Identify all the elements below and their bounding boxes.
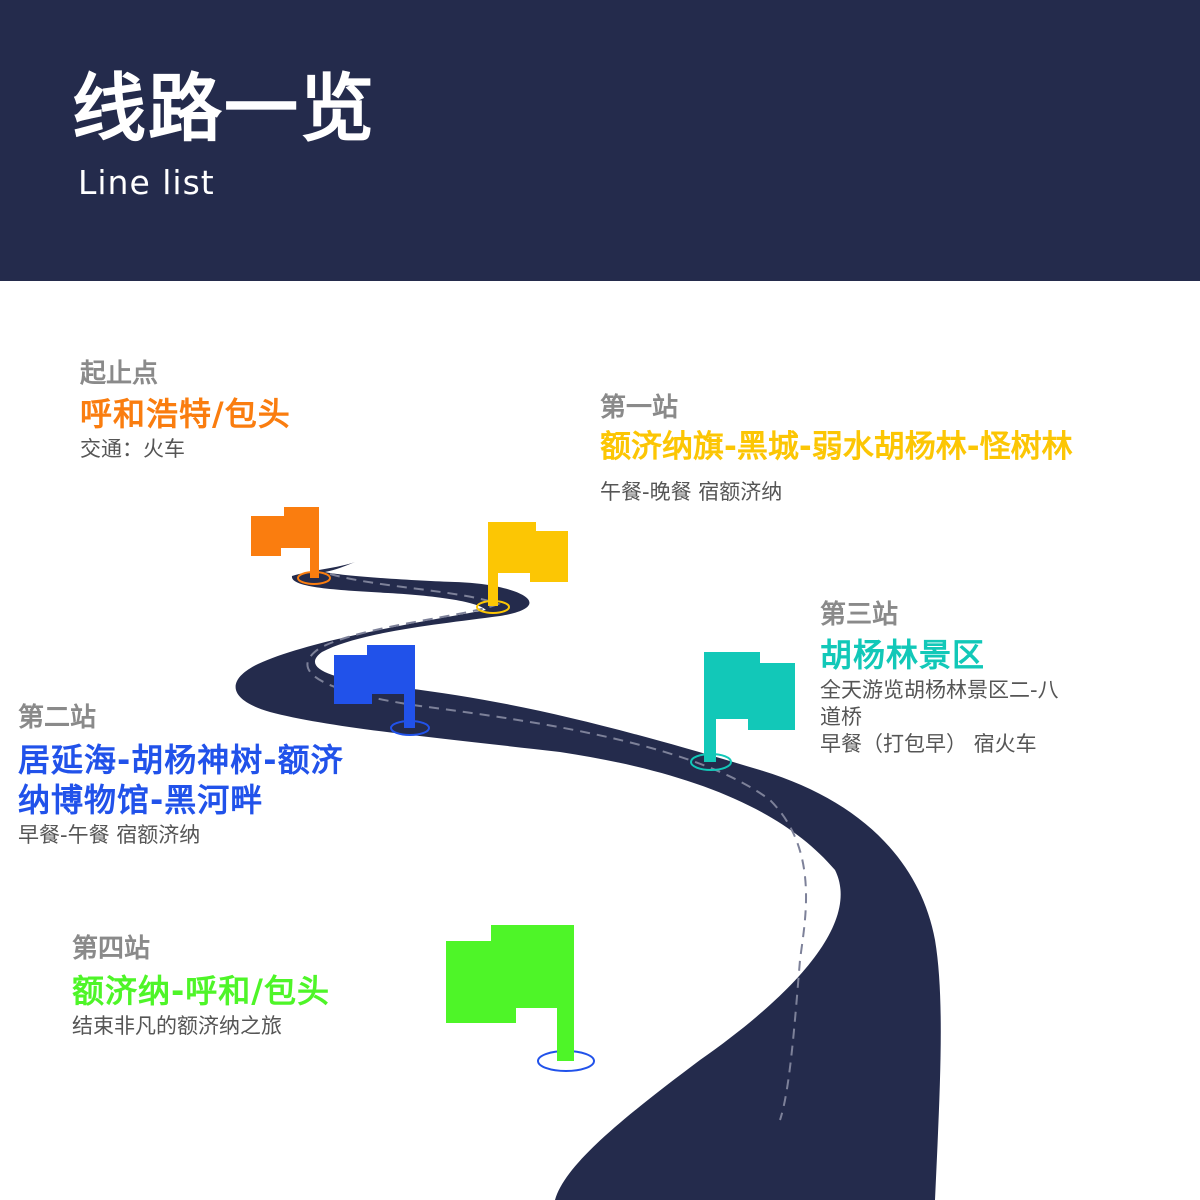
header-banner: 线路一览 Line list — [0, 0, 1200, 281]
yellow-flag-icon — [476, 522, 568, 614]
blue-flag-icon — [334, 645, 430, 736]
stop-start-desc: 交通：火车 — [80, 436, 185, 461]
stop-fourth-label: 第四站 — [72, 934, 151, 964]
orange-flag-icon — [251, 507, 331, 585]
stop-fourth-name: 额济纳-呼和/包头 — [72, 971, 330, 1010]
stop-fourth-desc: 结束非凡的额济纳之旅 — [72, 1013, 282, 1038]
stop-third-desc-line2: 道桥 — [820, 705, 862, 730]
stop-second: 第二站 居延海-胡杨神树-额济 纳博物馆-黑河畔 早餐-午餐 宿额济纳 — [18, 703, 344, 849]
stop-third: 第三站 胡杨林景区 全天游览胡杨林景区二-八 道桥 早餐（打包早） 宿火车 — [820, 600, 1059, 759]
stop-start: 起止点 呼和浩特/包头 交通：火车 — [80, 359, 291, 463]
teal-flag-icon — [690, 652, 795, 771]
page-subtitle: Line list — [78, 163, 215, 202]
stop-first-label: 第一站 — [600, 393, 679, 423]
stop-second-desc: 早餐-午餐 宿额济纳 — [18, 822, 201, 847]
page-title: 线路一览 — [72, 66, 376, 152]
stop-third-desc-line3: 早餐（打包早） 宿火车 — [820, 732, 1037, 757]
stop-second-label: 第二站 — [18, 703, 97, 733]
stop-third-label: 第三站 — [820, 600, 899, 630]
stop-first: 第一站 额济纳旗-黑城-弱水胡杨林-怪树林 午餐-晚餐 宿额济纳 — [600, 393, 1073, 506]
stop-first-desc: 午餐-晚餐 宿额济纳 — [600, 479, 783, 504]
stop-third-name: 胡杨林景区 — [820, 635, 986, 674]
stop-second-name-line1: 居延海-胡杨神树-额济 — [18, 740, 344, 779]
stop-third-desc-line1: 全天游览胡杨林景区二-八 — [820, 677, 1059, 702]
stop-fourth: 第四站 额济纳-呼和/包头 结束非凡的额济纳之旅 — [72, 934, 330, 1040]
stop-start-name: 呼和浩特/包头 — [80, 394, 291, 433]
green-flag-icon — [446, 925, 595, 1072]
stop-start-label: 起止点 — [80, 359, 159, 389]
stop-second-name-line2: 纳博物馆-黑河畔 — [18, 780, 264, 819]
stop-first-name: 额济纳旗-黑城-弱水胡杨林-怪树林 — [600, 428, 1073, 465]
